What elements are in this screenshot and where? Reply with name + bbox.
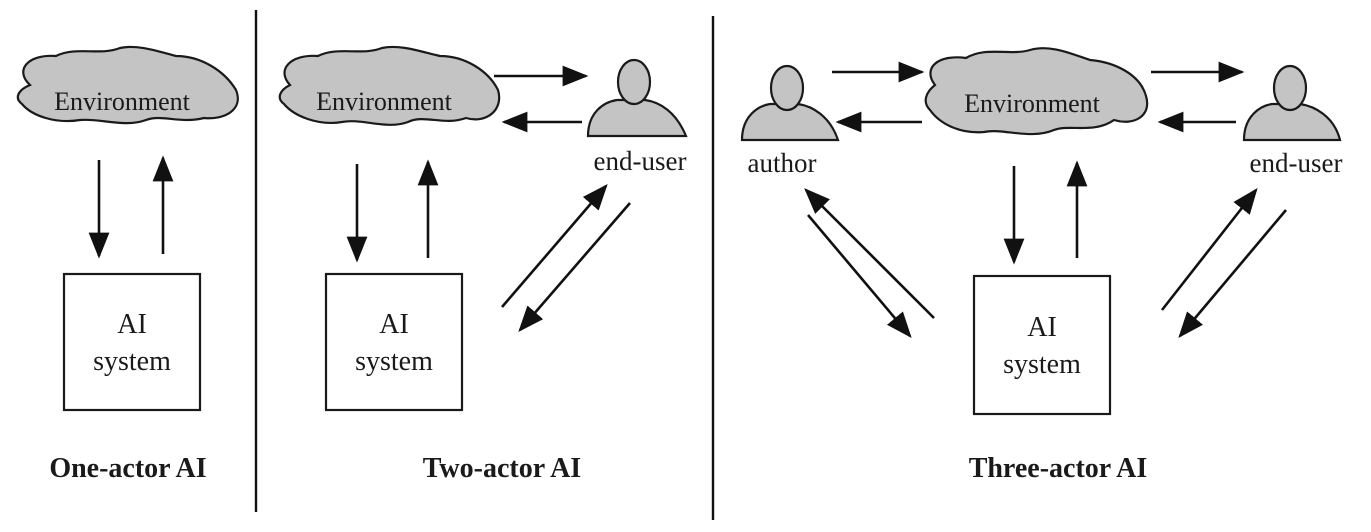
ai-system-label-line1: AI [117, 309, 147, 340]
ai-system-label-line2: system [1003, 349, 1081, 380]
author-label: author [748, 148, 817, 178]
end-user-person-icon [1242, 64, 1342, 142]
ai-system-box: AI system [972, 274, 1112, 416]
ai-system-label-line2: system [93, 346, 171, 377]
end-user-person-icon [586, 58, 688, 138]
environment-label: Environment [964, 89, 1101, 118]
environment-label: Environment [316, 87, 453, 116]
environment-cloud: Environment [16, 45, 239, 125]
ai-system-box: AI system [324, 272, 464, 412]
ai-system-box: AI system [62, 272, 202, 412]
ai-system-label-line2: system [355, 346, 433, 377]
panel-one-actor: Environment AI system One-actor AI [16, 45, 239, 484]
arrow-author-to-system [807, 214, 912, 338]
arrow-end-user-to-system [518, 202, 631, 332]
end-user-label: end-user [1250, 148, 1343, 178]
arrow-end-user-to-system [1178, 209, 1287, 338]
caption-two-actor: Two-actor AI [423, 453, 581, 484]
caption-one-actor: One-actor AI [49, 453, 206, 484]
arrow-system-to-author [804, 188, 935, 319]
end-user-label: end-user [594, 146, 687, 176]
caption-three-actor: Three-actor AI [969, 453, 1148, 484]
author-person-icon [740, 64, 840, 142]
ai-system-label-line1: AI [379, 309, 409, 340]
environment-cloud: Environment [924, 47, 1149, 136]
panel-three-actor: author Environment end-user AI system Th… [740, 47, 1343, 484]
ai-system-label-line1: AI [1027, 312, 1057, 343]
environment-cloud: Environment [278, 45, 501, 126]
arrow-system-to-end-user [1160, 187, 1258, 311]
arrow-system-to-end-user [501, 184, 608, 308]
environment-label: Environment [54, 87, 191, 116]
panel-two-actor: Environment end-user AI system Two-actor… [278, 45, 688, 484]
